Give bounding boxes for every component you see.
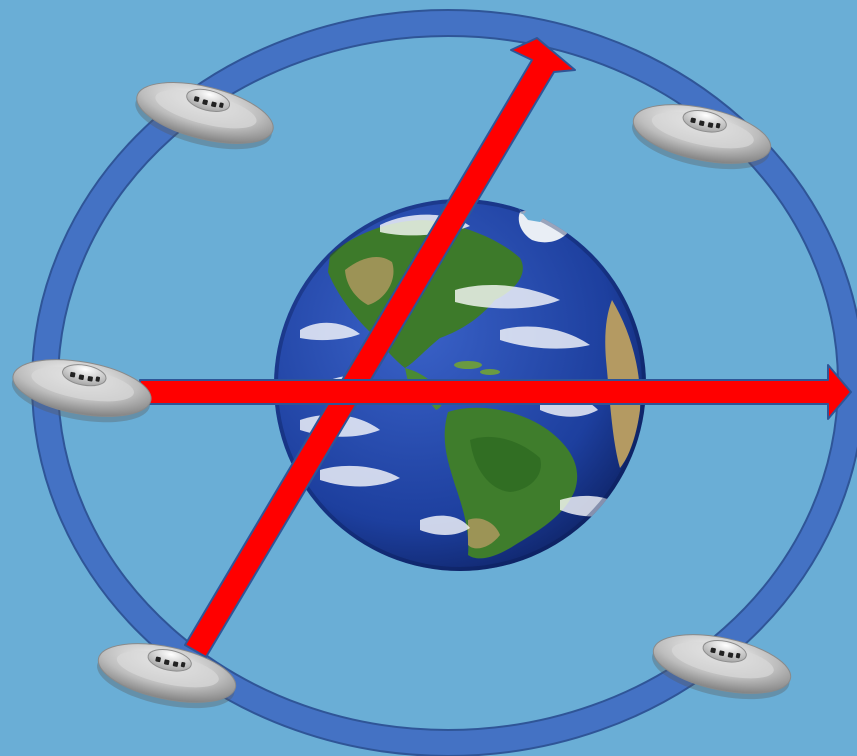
flying-saucer-icon bbox=[92, 633, 241, 719]
flying-saucer-icon bbox=[8, 350, 156, 431]
